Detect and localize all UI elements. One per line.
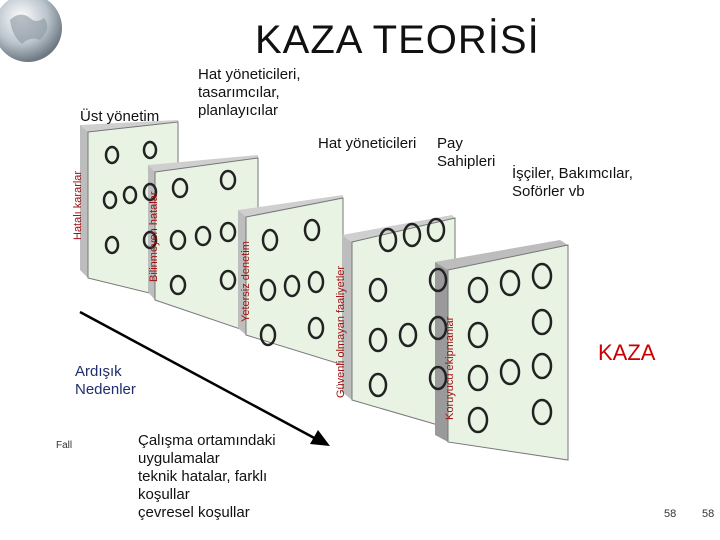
label-pay-sahipleri: Pay Sahipleri [437, 135, 496, 170]
domino-pips [102, 140, 553, 434]
page-title: KAZA TEORİSİ [255, 18, 540, 62]
label-isciler: İşçiler, Bakımcılar, Soförler vb [512, 165, 633, 200]
domino-3 [238, 195, 344, 366]
domino-5 [435, 240, 569, 461]
domino-label-4: Güvenli olmayan faaliyetler [335, 265, 347, 398]
label-hat-yoneticileri: Hat yöneticileri [318, 135, 417, 152]
page-number-1: 58 [664, 508, 677, 520]
arrow [79, 310, 330, 446]
domino-label-5: Koruyucu ekipmanlar [444, 316, 456, 420]
label-ardisik-nedenler: Ardışık Nedenler [75, 363, 136, 398]
globe-logo [0, 0, 70, 80]
page-number-2: 58 [702, 508, 715, 520]
label-hat-yoneticileri-top: Hat yöneticileri, tasarımcılar, planlayı… [198, 66, 301, 119]
label-ust-yonetim: Üst yönetim [80, 108, 160, 125]
label-kaza: KAZA [598, 340, 656, 365]
domino-label-1: Hatalı kararlar [72, 170, 84, 240]
domino-label-3: Yetersiz denetim [240, 241, 252, 322]
label-calisma-ortami: Çalışma ortamındaki uygulamalar teknik h… [138, 432, 276, 521]
domino-label-2: Bilinmeyen hatalar [148, 191, 160, 283]
label-fall: Fall [56, 440, 73, 451]
